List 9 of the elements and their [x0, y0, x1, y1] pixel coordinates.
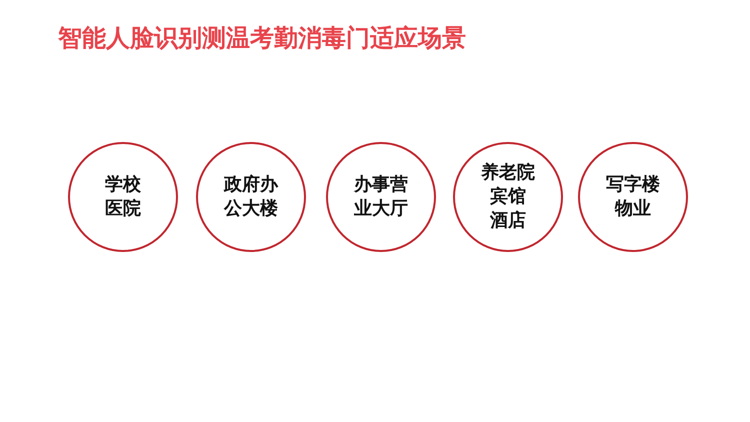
circle-label: 宾馆 — [488, 185, 527, 209]
title: 智能人脸识别测温考勤消毒门适应场景 — [58, 23, 466, 54]
circle-label: 养老院 — [480, 161, 536, 185]
circle-label: 办事营业大厅 — [353, 173, 409, 221]
circle-label: 写字楼物业 — [605, 173, 661, 221]
circle-label: 学校 — [104, 173, 142, 197]
circle-label: 政府办公大楼 — [223, 173, 279, 221]
circle-label: 医院 — [104, 197, 142, 221]
circle-label: 酒店 — [488, 209, 527, 233]
